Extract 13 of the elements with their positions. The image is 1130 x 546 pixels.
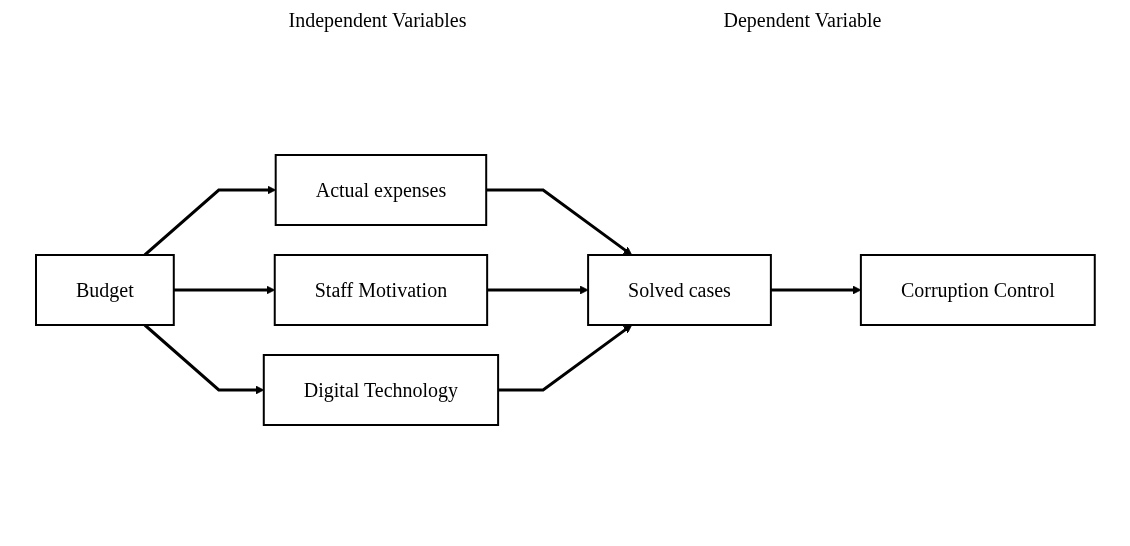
arrow	[770, 285, 861, 295]
arrow	[173, 285, 275, 295]
column-heading: Independent Variables	[288, 8, 467, 32]
column-heading: Dependent Variable	[723, 8, 882, 32]
node-box: Actual expenses	[274, 154, 487, 226]
arrow	[497, 324, 632, 392]
arrow	[143, 185, 276, 257]
node-box: Budget	[34, 254, 175, 326]
node-box: Corruption Control	[859, 254, 1096, 326]
node-box: Solved cases	[586, 254, 772, 326]
node-box: Digital Technology	[262, 354, 499, 426]
arrow	[485, 188, 632, 256]
node-box: Staff Motivation	[273, 254, 488, 326]
